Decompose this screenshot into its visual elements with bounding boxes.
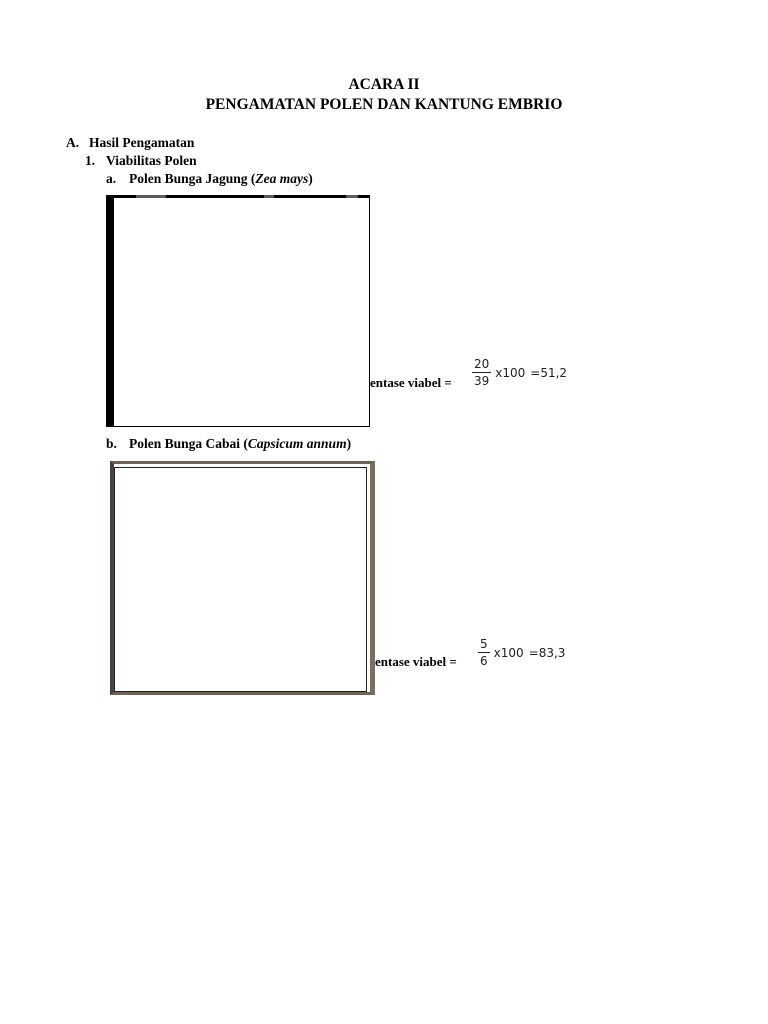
item-heading-b: b. Polen Bunga Cabai (Capsicum annum)	[106, 435, 351, 452]
fraction: 20 39	[472, 357, 492, 388]
fraction-denominator: 6	[480, 654, 488, 668]
item-label-suffix: )	[346, 436, 352, 451]
photo-edge-mark	[136, 195, 166, 198]
section-number: A.	[66, 135, 80, 150]
section-label: Hasil Pengamatan	[89, 135, 195, 150]
subsection-heading-1: 1. Viabilitas Polen	[85, 152, 197, 169]
fraction-numerator: 5	[478, 637, 490, 653]
pollen-photo-chili	[110, 461, 375, 695]
formula-result: =51,2	[530, 365, 568, 380]
item-label-prefix: Polen Bunga Cabai (	[129, 436, 248, 451]
subsection-label: Viabilitas Polen	[106, 153, 197, 168]
page-title: ACARA II	[348, 76, 420, 93]
photo-edge-mark	[346, 195, 358, 198]
item-heading-a: a. Polen Bunga Jagung (Zea mays)	[106, 170, 313, 187]
formula-multiplier: x100	[495, 365, 526, 380]
fraction-denominator: 39	[474, 374, 490, 388]
item-species: Zea mays	[255, 171, 309, 186]
item-species: Capsicum annum	[247, 436, 347, 451]
photo-edge-mark	[274, 195, 280, 198]
formula-multiplier: x100	[493, 645, 524, 660]
viability-formula-label: entase viabel =	[375, 654, 457, 669]
item-letter: b.	[106, 436, 117, 451]
photo-frame	[114, 467, 367, 692]
item-label-suffix: )	[308, 171, 313, 186]
item-label-prefix: Polen Bunga Jagung (	[129, 171, 256, 186]
photo-edge-mark	[264, 195, 274, 198]
item-letter: a.	[106, 171, 117, 186]
viability-formula-label: entase viabel =	[370, 375, 452, 390]
section-heading-a: A. Hasil Pengamatan	[66, 134, 194, 151]
viability-formula: 5 6 x100 =83,3	[478, 637, 565, 668]
formula-result: =83,3	[528, 645, 566, 660]
page-subtitle: PENGAMATAN POLEN DAN KANTUNG EMBRIO	[205, 96, 563, 113]
viability-formula: 20 39 x100 =51,2	[472, 357, 567, 388]
fraction-numerator: 20	[472, 357, 492, 373]
pollen-photo-corn	[106, 195, 370, 427]
subsection-number: 1.	[85, 153, 96, 168]
fraction: 5 6	[478, 637, 490, 668]
